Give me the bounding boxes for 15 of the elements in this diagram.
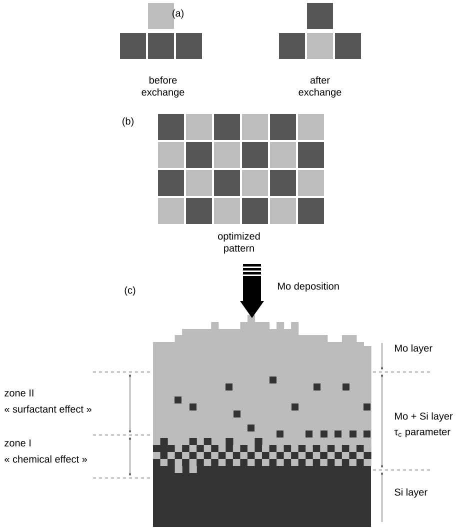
- layer-label: τ$_{c}$ parameter: [394, 428, 450, 438]
- zone-label: « chemical effect »: [4, 455, 87, 463]
- caption: before exchange: [142, 76, 184, 98]
- panel-label: (a): [172, 9, 184, 19]
- layer-label: Mo layer: [395, 344, 432, 354]
- layer-label: Si layer: [394, 488, 428, 498]
- zone-label: « surfactant effect »: [4, 405, 92, 413]
- caption: optimized pattern: [218, 232, 260, 254]
- panel-label: (b): [122, 117, 134, 127]
- zone-label: zone II: [4, 390, 34, 396]
- layer-label: Mo + Si layer: [395, 412, 453, 422]
- caption: after exchange: [298, 76, 342, 98]
- panel-label: (c): [124, 286, 136, 296]
- annotation: Mo deposition: [278, 282, 339, 292]
- zone-label: zone I: [4, 440, 30, 446]
